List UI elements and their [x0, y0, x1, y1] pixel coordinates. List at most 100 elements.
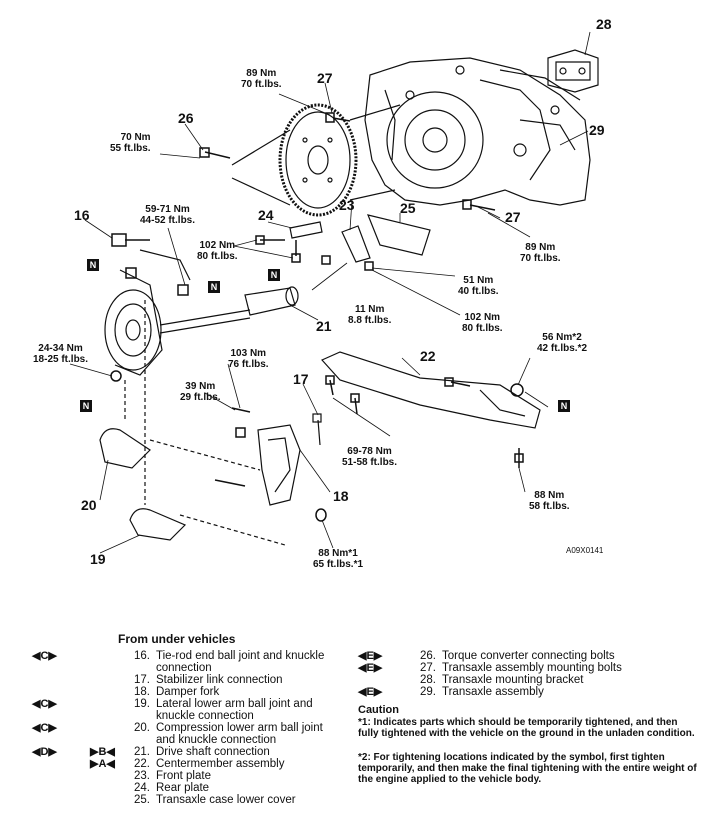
torque-ftlbs: 40 ft.lbs.	[458, 286, 499, 297]
torque-nm: 103 Nm	[230, 348, 267, 359]
legend-item-text: Transaxle case lower cover	[156, 794, 296, 806]
torque-ftlbs: 42 ft.lbs.*2	[537, 343, 588, 354]
torque-ftlbs: 51-58 ft.lbs.	[342, 457, 398, 468]
torque-nm: 89 Nm	[525, 242, 556, 253]
legend-item-number: 20.	[134, 722, 150, 734]
legend-item-number: 23.	[134, 770, 150, 782]
legend-item-text: Centermember assembly	[156, 758, 285, 770]
damper-fork-drawing	[257, 413, 322, 506]
torque-ftlbs: 76 ft.lbs.	[228, 359, 269, 370]
torque-label-26: 70 Nm 55 ft.lbs.	[110, 132, 151, 154]
part-number-22: 22	[420, 348, 436, 364]
legend-item-text: Drive shaft connection	[156, 746, 270, 758]
service-symbol: ◀E▶	[358, 686, 383, 698]
torque-nm: 88 Nm*1	[318, 548, 358, 559]
torque-nm: 88 Nm	[534, 490, 565, 501]
legend-item-text-cont: knuckle connection	[156, 710, 254, 722]
drive-plate-drawing	[231, 103, 401, 217]
torque-label-27-right: 89 Nm 70 ft.lbs.	[520, 242, 561, 264]
legend-item-number: 24.	[134, 782, 150, 794]
part-number-20: 20	[81, 497, 97, 513]
part-number-21: 21	[316, 318, 332, 334]
service-symbol: ◀D▶	[32, 746, 57, 758]
torque-nm: 89 Nm	[246, 68, 277, 79]
legend-item-number: 25.	[134, 794, 150, 806]
plates-drawing	[289, 214, 431, 263]
caution-title: Caution	[358, 704, 399, 716]
part-number-28: 28	[596, 16, 612, 32]
torque-ftlbs: 8.8 ft.lbs.	[348, 315, 392, 326]
part-number-26: 26	[178, 110, 194, 126]
n-marker: N	[87, 259, 99, 271]
torque-ftlbs: 55 ft.lbs.	[110, 143, 151, 154]
centermember-drawing	[321, 351, 541, 429]
torque-label-39: 39 Nm 29 ft.lbs.	[180, 381, 221, 403]
part-number-27-top: 27	[317, 70, 333, 86]
exploded-view-diagram: 28 29 27 26 16 23 25 24 27 21 22 17 18 2…	[33, 16, 612, 570]
leader-lines	[69, 31, 591, 554]
legend-item-text: Front plate	[156, 770, 211, 782]
part-number-19: 19	[90, 551, 106, 567]
legend-item-number: 27.	[420, 662, 436, 674]
torque-nm: 51 Nm	[463, 275, 494, 286]
torque-nm: 102 Nm	[464, 312, 501, 323]
legend-item-text: Rear plate	[156, 782, 210, 794]
legend-item-number: 19.	[134, 698, 150, 710]
torque-label-16: 59-71 Nm 44-52 ft.lbs.	[140, 204, 195, 226]
torque-ftlbs: 70 ft.lbs.	[241, 79, 282, 90]
torque-nm: 24-34 Nm	[38, 343, 83, 354]
legend-item-number: 17.	[134, 674, 150, 686]
legend-item-number: 18.	[134, 686, 150, 698]
legend-item-text: Transaxle assembly	[442, 686, 544, 698]
part-number-16: 16	[74, 207, 90, 223]
figure-code: A09X0141	[566, 546, 604, 555]
torque-ftlbs: 44-52 ft.lbs.	[140, 215, 196, 226]
legend-item-number: 26.	[420, 650, 436, 662]
torque-nm: 59-71 Nm	[145, 204, 190, 215]
drive-shaft-drawing	[159, 286, 299, 334]
caution-note-2: *2: For tightening locations indicated b…	[358, 752, 697, 785]
legend-item-number: 22.	[134, 758, 150, 770]
legend-item-text: Compression lower arm ball joint	[156, 722, 323, 734]
service-symbol: ◀E▶	[358, 650, 383, 662]
service-symbol: ◀C▶	[32, 698, 57, 710]
part-number-29: 29	[589, 122, 605, 138]
diagram-drawing	[69, 31, 599, 554]
service-symbol: ◀E▶	[358, 662, 383, 674]
torque-label-88-bottom: 88 Nm*1 65 ft.lbs.*1	[313, 548, 363, 570]
legend-item-text: Transaxle assembly mounting bolts	[442, 662, 622, 674]
torque-nm: 39 Nm	[185, 381, 216, 392]
torque-label-24: 102 Nm 80 ft.lbs.	[197, 240, 238, 262]
part-number-23: 23	[339, 197, 355, 213]
caution-note-1: *1: Indicates parts which should be temp…	[358, 717, 695, 739]
torque-ftlbs: 18-25 ft.lbs.	[33, 354, 89, 365]
torque-nm: 70 Nm	[120, 132, 151, 143]
torque-nm: 56 Nm*2	[542, 332, 582, 343]
torque-label-103: 103 Nm 76 ft.lbs.	[228, 348, 269, 370]
torque-ftlbs: 80 ft.lbs.	[462, 323, 503, 334]
legend-item-number: 16.	[134, 650, 150, 662]
legend-item-text: Transaxle mounting bracket	[442, 674, 584, 686]
torque-label-27-top: 89 Nm 70 ft.lbs.	[241, 68, 282, 90]
n-marker: N	[208, 281, 220, 293]
part-number-24: 24	[258, 207, 274, 223]
part-number-25: 25	[400, 200, 416, 216]
knuckle-hub-drawing	[104, 249, 191, 376]
legend-item-text: Stabilizer link connection	[156, 674, 283, 686]
part-number-17: 17	[293, 371, 309, 387]
legend-item-text: Tie-rod end ball joint and knuckle	[156, 650, 325, 662]
torque-label-102b: 102 Nm 80 ft.lbs.	[462, 312, 503, 334]
ball-joints-drawing	[99, 300, 286, 546]
torque-label-11: 11 Nm 8.8 ft.lbs.	[348, 304, 391, 326]
torque-label-88-right: 88 Nm 58 ft.lbs.	[529, 490, 570, 512]
service-symbol-secondary: ▶B◀	[90, 746, 115, 758]
torque-ftlbs: 65 ft.lbs.*1	[313, 559, 364, 570]
legend-item-text-cont: connection	[156, 662, 212, 674]
part-number-27-right: 27	[505, 209, 521, 225]
torque-label-6978: 69-78 Nm 51-58 ft.lbs.	[342, 446, 397, 468]
service-symbol-secondary: ▶A◀	[90, 758, 115, 770]
legend-item-number: 29.	[420, 686, 436, 698]
torque-nm: 102 Nm	[199, 240, 236, 251]
torque-nm: 11 Nm	[354, 304, 385, 315]
legend-item-number: 28.	[420, 674, 436, 686]
